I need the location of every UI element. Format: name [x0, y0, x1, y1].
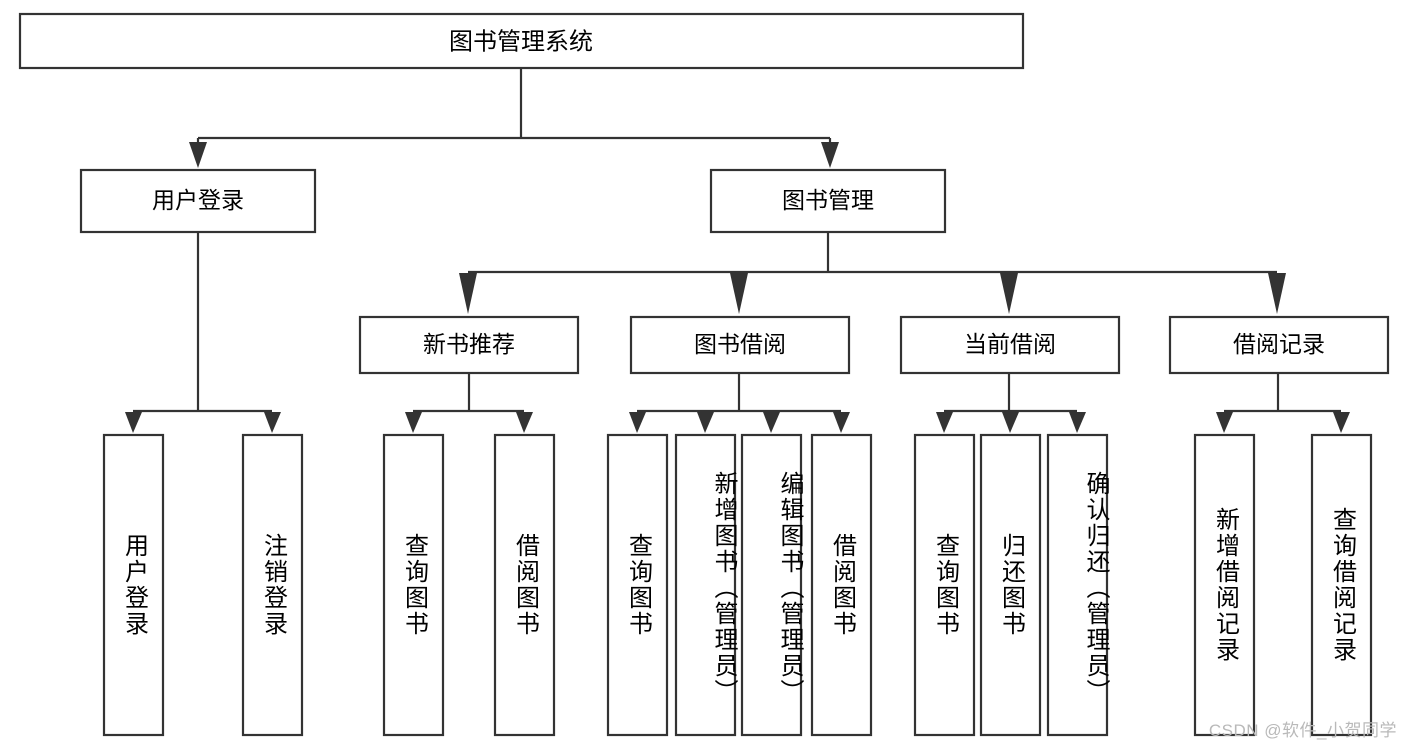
leaf-box-13[interactable] — [1310, 433, 1373, 737]
leaf-box-7[interactable] — [740, 433, 803, 737]
arrowhead-to-book-borrow — [730, 273, 748, 314]
node-new-book-recommend[interactable]: 新书推荐 — [358, 315, 580, 375]
leaf-box-5[interactable] — [606, 433, 669, 737]
watermark-text: CSDN @软件_小贺同学 — [1208, 721, 1397, 740]
node-book-borrow-label: 图书借阅 — [694, 331, 786, 357]
leaf-box-2[interactable] — [241, 433, 304, 737]
node-current-borrow-label: 当前借阅 — [964, 331, 1056, 357]
node-book-borrow-box[interactable] — [629, 315, 851, 375]
node-user-login-box[interactable] — [79, 168, 317, 234]
arrowhead-leaf-3 — [405, 412, 422, 433]
leaf-box-6[interactable] — [674, 433, 737, 737]
arrowhead-leaf-13 — [1333, 412, 1350, 433]
node-user-login[interactable]: 用户登录 — [79, 168, 317, 234]
node-root-label: 图书管理系统 — [449, 28, 593, 55]
node-new-book-recommend-label: 新书推荐 — [423, 331, 515, 357]
arrowhead-leaf-12 — [1216, 412, 1233, 433]
node-book-borrow[interactable]: 图书借阅 — [629, 315, 851, 375]
node-current-borrow-box[interactable] — [899, 315, 1121, 375]
arrowhead-leaf-9 — [936, 412, 953, 433]
leaf-box-11[interactable] — [1046, 433, 1109, 737]
arrowhead-to-borrow-record — [1268, 273, 1286, 314]
arrowhead-to-current-borrow — [1000, 273, 1018, 314]
connector-group-currentborrow-to-leaves — [936, 373, 1086, 433]
leaf-box-1[interactable] — [102, 433, 165, 737]
leaf-box-3[interactable] — [382, 433, 445, 737]
node-borrow-record-box[interactable] — [1168, 315, 1390, 375]
node-borrow-record[interactable]: 借阅记录 — [1168, 315, 1390, 375]
arrowhead-leaf-10 — [1002, 412, 1019, 433]
node-user-login-label: 用户登录 — [152, 187, 244, 213]
arrowhead-leaf-4 — [516, 412, 533, 433]
node-borrow-record-label: 借阅记录 — [1233, 331, 1325, 357]
node-book-management-box[interactable] — [709, 168, 947, 234]
connector-group-newbook-to-leaves — [405, 373, 533, 433]
node-current-borrow[interactable]: 当前借阅 — [899, 315, 1121, 375]
arrowhead-to-new-book-rec — [459, 273, 477, 314]
node-root-box[interactable] — [18, 12, 1025, 70]
connector-group-root-to-level2 — [189, 68, 839, 168]
arrowhead-leaf-6 — [697, 412, 714, 433]
arrowhead-leaf-1 — [125, 412, 142, 433]
arrowhead-leaf-7 — [763, 412, 780, 433]
leaf-boxes — [102, 433, 1373, 737]
leaf-box-4[interactable] — [493, 433, 556, 737]
leaf-box-10[interactable] — [979, 433, 1042, 737]
leaf-box-8[interactable] — [810, 433, 873, 737]
connector-group-borrowrecord-to-leaves — [1216, 373, 1350, 433]
arrowhead-leaf-5 — [629, 412, 646, 433]
arrowhead-to-book-management — [821, 142, 839, 168]
node-new-book-recommend-box[interactable] — [358, 315, 580, 375]
connector-group-bookmgmt-to-level3 — [459, 232, 1286, 314]
arrowhead-leaf-2 — [264, 412, 281, 433]
arrowhead-to-user-login — [189, 142, 207, 168]
arrowhead-leaf-8 — [833, 412, 850, 433]
connector-group-bookborrow-to-leaves — [629, 373, 850, 433]
arrowhead-leaf-11 — [1069, 412, 1086, 433]
node-book-management-label: 图书管理 — [782, 187, 874, 213]
leaf-box-12[interactable] — [1193, 433, 1256, 737]
node-book-management[interactable]: 图书管理 — [709, 168, 947, 234]
leaf-box-9[interactable] — [913, 433, 976, 737]
node-root[interactable]: 图书管理系统 — [18, 12, 1025, 70]
connector-group-userlogin-to-leaves — [125, 232, 281, 433]
